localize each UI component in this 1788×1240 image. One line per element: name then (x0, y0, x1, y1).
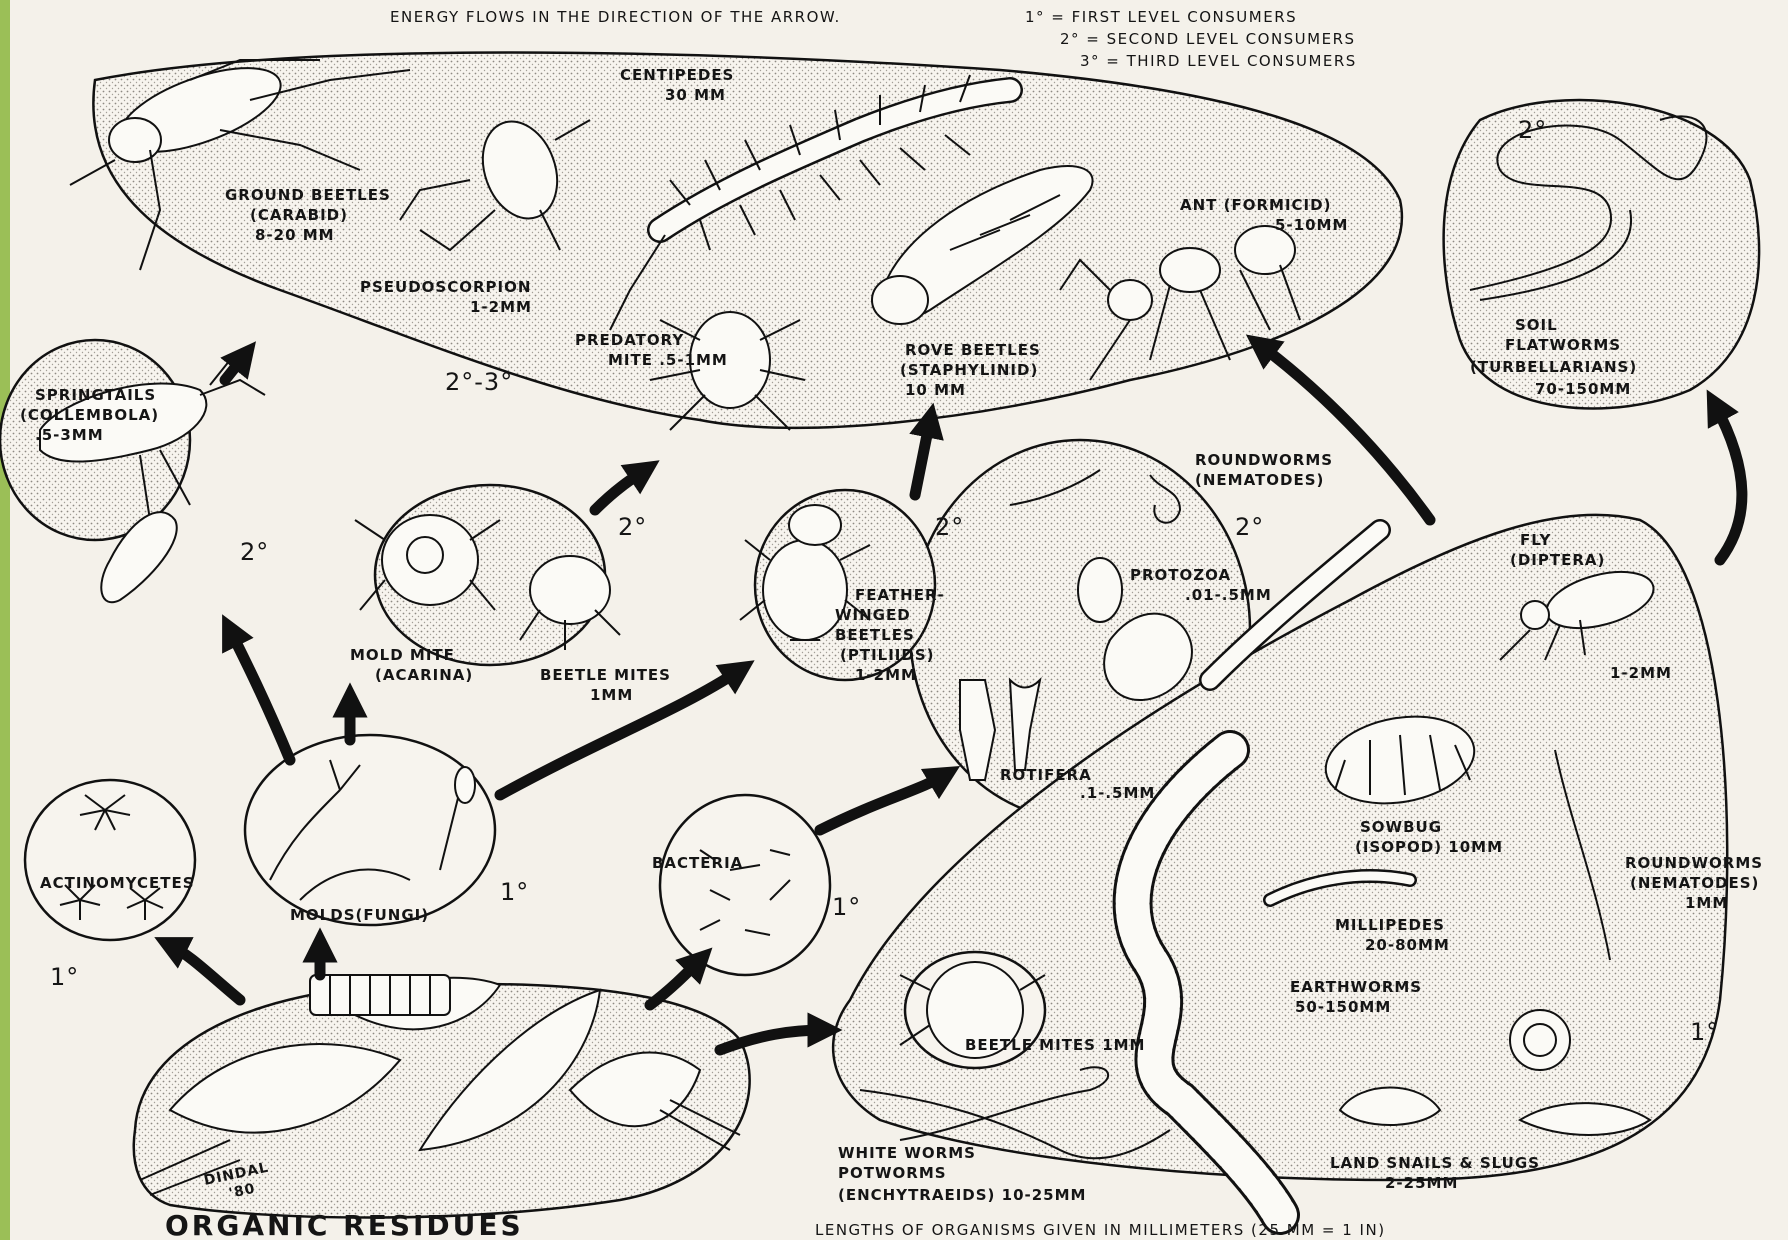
label-rove-beetles-size: 10 mm (905, 381, 966, 399)
label-snails-size: 2-25mm (1385, 1174, 1458, 1192)
footer-note: LENGTHS OF ORGANISMS GIVEN IN MILLIMETER… (815, 1221, 1386, 1239)
label-soil-flatworms-family: (TURBELLARIANS) (1470, 358, 1637, 376)
label-earthworms-size: 50-150mm (1295, 998, 1391, 1016)
label-fly-size: 1-2mm (1610, 664, 1672, 682)
label-protozoa-size: .01-.5mm (1185, 586, 1272, 604)
level-macrofauna: 1° (1690, 1018, 1719, 1046)
label-springtails-family: (COLLEMBOLA) (20, 406, 159, 424)
arrow-macrofauna-to-ant (1260, 345, 1430, 520)
label-soil-flatworms-size: 70-150mm (1535, 380, 1631, 398)
label-enchytraeids: (ENCHYTRAEIDS) 10-25mm (838, 1186, 1086, 1204)
label-earthworms: EARTHWORMS (1290, 978, 1422, 996)
arrow-to-actinomycetes (170, 945, 240, 1000)
level-flatworms: 2° (1518, 116, 1547, 144)
level-predators: 2°-3° (445, 368, 513, 396)
arrow-springtails-to-predators (225, 355, 245, 380)
label-snails: LAND SNAILS & SLUGS (1330, 1154, 1540, 1172)
label-beetle-mites-small-size: 1mm (590, 686, 633, 704)
label-sowbug-name: (ISOPOD) 10mm (1355, 838, 1503, 856)
label-fly: FLY (1520, 531, 1551, 549)
label-feather-winged: FEATHER- (855, 586, 945, 604)
label-white-worms: WHITE WORMS (838, 1144, 976, 1162)
label-mold-mite-family: (ACARINA) (375, 666, 473, 684)
label-feather-winged-family: (PTILIIDS) (840, 646, 935, 664)
label-roundworms-right-size: 1mm (1685, 894, 1728, 912)
label-soil-flatworms: SOIL (1515, 316, 1558, 334)
label-ground-beetles-size: 8-20 mm (255, 226, 335, 244)
label-beetle-mites-large: BEETLE MITES 1mm (965, 1036, 1146, 1054)
label-beetle-mites-small: BEETLE MITES (540, 666, 671, 684)
label-feather-winged-2: WINGED (835, 606, 911, 624)
label-springtails-size: .5-3mm (35, 426, 104, 444)
arrow-macrofauna-to-flatworms (1715, 405, 1742, 560)
label-sowbug: SOWBUG (1360, 818, 1442, 836)
level-nematodes: 2° (1235, 513, 1264, 541)
label-roundworms-right: ROUNDWORMS (1625, 854, 1763, 872)
label-roundworms-top-family: (NEMATODES) (1195, 471, 1324, 489)
label-roundworms-top: ROUNDWORMS (1195, 451, 1333, 469)
label-centipedes: CENTIPEDES (620, 66, 734, 84)
label-rove-beetles-family: (STAPHYLINID) (900, 361, 1038, 379)
label-protozoa: PROTOZOA (1130, 566, 1231, 584)
label-pseudoscorpion: PSEUDOSCORPION (360, 278, 531, 296)
label-springtails: SPRINGTAILS (35, 386, 156, 404)
label-ground-beetles: GROUND BEETLES (225, 186, 391, 204)
legend-second-level: 2° = SECOND LEVEL CONSUMERS (1060, 30, 1356, 48)
label-rotifera: ROTIFERA (1000, 766, 1092, 784)
legend-third-level: 3° = THIRD LEVEL CONSUMERS (1080, 52, 1357, 70)
label-feather-winged-size: 1-2mm (855, 666, 917, 684)
label-millipedes: MILLIPEDES (1335, 916, 1445, 934)
arrow-to-macrofauna (720, 1030, 825, 1050)
label-ant-size: 5-10mm (1275, 216, 1348, 234)
actinomycetes-circle (25, 780, 195, 940)
label-pseudoscorpion-size: 1-2mm (470, 298, 532, 316)
label-potworms: POTWORMS (838, 1164, 947, 1182)
label-soil-flatworms-2: FLATWORMS (1505, 336, 1621, 354)
label-mold-mite: MOLD MITE (350, 646, 455, 664)
energy-flow-note: ENERGY FLOWS IN THE DIRECTION OF THE ARR… (390, 8, 841, 26)
label-predatory-mite-size: MITE .5-1mm (608, 351, 728, 369)
label-roundworms-right-family: (NEMATODES) (1630, 874, 1759, 892)
level-bacteria: 1° (832, 893, 861, 921)
label-rotifera-size: .1-.5mm (1080, 784, 1155, 802)
label-predatory-mite: PREDATORY (575, 331, 684, 349)
label-actinomycetes: ACTINOMYCETES (40, 874, 195, 892)
bacteria-circle (660, 795, 830, 975)
level-springtails: 2° (240, 538, 269, 566)
level-mites: 2° (618, 513, 647, 541)
level-feather-winged: 2° (935, 513, 964, 541)
legend-first-level: 1° = FIRST LEVEL CONSUMERS (1025, 8, 1297, 26)
label-molds: MOLDS(FUNGI) (290, 906, 429, 924)
arrow-molds-to-springtails (230, 630, 290, 760)
arrow-mites-to-predators (595, 470, 645, 510)
label-millipedes-size: 20-80mm (1365, 936, 1450, 954)
label-organic-residues: ORGANIC RESIDUES (165, 1209, 524, 1240)
label-feather-winged-3: BEETLES (835, 626, 915, 644)
arrow-beetles-to-rove (915, 420, 930, 495)
label-rove-beetles: ROVE BEETLES (905, 341, 1041, 359)
label-fly-order: (DIPTERA) (1510, 551, 1605, 569)
molds-circle (245, 735, 495, 925)
arrow-bacteria-to-rotifera (820, 775, 945, 830)
label-bacteria: BACTERIA (652, 854, 743, 872)
level-actinomycetes: 1° (50, 963, 79, 991)
arrow-to-bacteria (650, 960, 700, 1005)
level-molds: 1° (500, 878, 529, 906)
label-centipedes-size: 30 mm (665, 86, 726, 104)
label-ant: ANT (FORMICID) (1180, 196, 1331, 214)
label-ground-beetles-family: (CARABID) (250, 206, 348, 224)
